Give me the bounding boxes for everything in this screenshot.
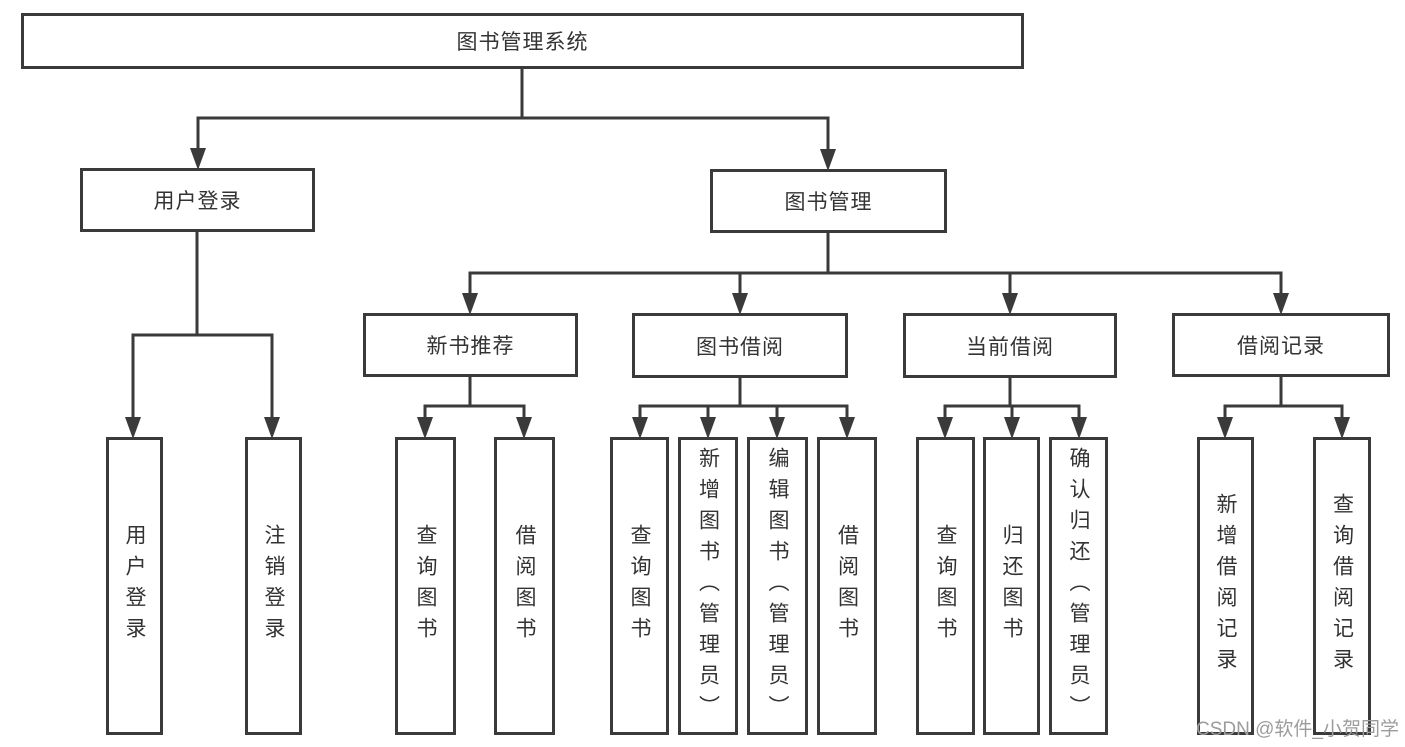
leaf-confirm-return-admin: 确认归还（管理员） [1049,437,1108,735]
leaf-return-books: 归还图书 [983,437,1040,735]
node-borrow-records: 借阅记录 [1172,313,1390,377]
node-book-management: 图书管理 [710,169,947,233]
leaf-query-books-recommend: 查询图书 [395,437,456,735]
leaf-borrow-books: 借阅图书 [817,437,877,735]
leaf-query-books-borrow: 查询图书 [610,437,669,735]
csdn-watermark: CSDN @软件_小贺同学 [1196,719,1399,740]
node-book-borrow: 图书借阅 [632,313,848,378]
leaf-query-borrow-record: 查询借阅记录 [1313,437,1371,735]
leaf-borrow-books-recommend: 借阅图书 [494,437,555,735]
leaf-add-borrow-record: 新增借阅记录 [1197,437,1254,735]
leaf-user-login: 用户登录 [106,437,163,735]
node-new-book-recommend: 新书推荐 [363,313,578,377]
leaf-query-books-current: 查询图书 [916,437,975,735]
leaf-edit-books-admin: 编辑图书（管理员） [747,437,808,735]
node-root-library-management-system: 图书管理系统 [21,13,1024,69]
leaf-logout: 注销登录 [245,437,302,735]
leaf-add-books-admin: 新增图书（管理员） [678,437,738,735]
node-user-login: 用户登录 [80,168,315,232]
node-current-borrow: 当前借阅 [903,313,1117,378]
